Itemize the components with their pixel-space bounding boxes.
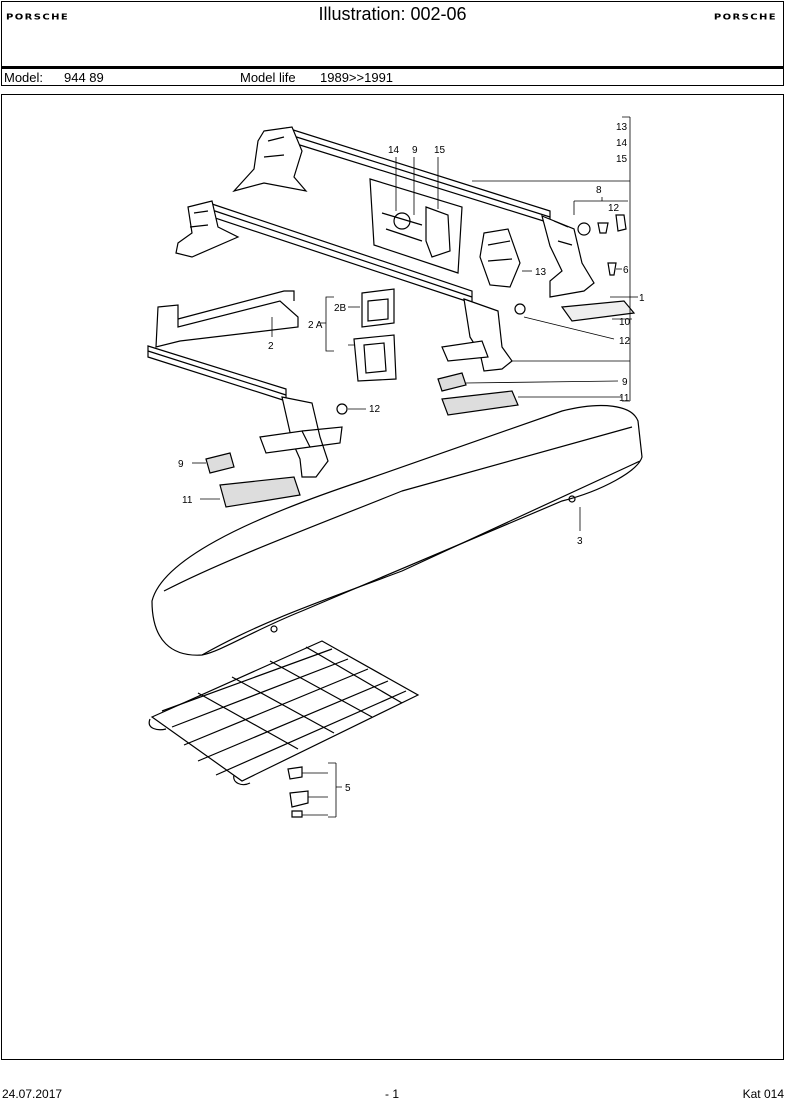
callout-14-top: 14 <box>616 138 628 149</box>
callout-9-right: 9 <box>622 377 628 388</box>
model-bar: Model: 944 89 Model life 1989>>1991 <box>1 66 784 86</box>
callout-13-bracket: 13 <box>535 267 547 278</box>
callout-8: 8 <box>596 185 602 196</box>
pad-10 <box>560 300 636 322</box>
callout-15-top: 15 <box>616 154 628 165</box>
callout-2: 2 <box>268 341 274 352</box>
roof-box-3 <box>151 404 643 656</box>
footer-catalog: Kat 014 <box>742 1087 784 1101</box>
callout-10: 10 <box>619 317 631 328</box>
model-label: Model: <box>4 70 44 85</box>
callout-9-left: 9 <box>178 459 184 470</box>
front-crossbar <box>175 200 513 372</box>
model-value: 944 89 <box>64 70 104 85</box>
clip-2b <box>361 288 395 328</box>
model-life-label: Model life <box>240 70 296 85</box>
callout-2b: 2B <box>334 303 347 314</box>
illustration-frame: 13 14 15 14 9 15 8 12 6 1 13 10 12 2B 2 … <box>1 94 784 1060</box>
page-title: Illustration: 002-06 <box>318 4 467 24</box>
callout-11-right: 11 <box>619 393 630 404</box>
bracket-13 <box>479 228 521 288</box>
pad-9-upper <box>437 372 467 392</box>
callout-1: 1 <box>639 293 645 304</box>
footer-page: - 1 <box>385 1087 400 1101</box>
callout-12-top: 12 <box>608 203 620 214</box>
pad-11-lower <box>219 476 301 508</box>
pad-11-upper <box>441 390 519 416</box>
side-rail-2 <box>147 290 343 478</box>
rear-crossbar <box>232 126 595 298</box>
model-life-value: 1989>>1991 <box>320 70 394 85</box>
clip-2a <box>353 334 397 382</box>
callout-3: 3 <box>577 536 583 547</box>
parts-kit-bag <box>369 178 463 274</box>
footer-date: 24.07.2017 <box>2 1087 63 1101</box>
callout-12-mid: 12 <box>619 336 631 347</box>
header-box: PORSCHE Illustration: 002-06 PORSCHE <box>1 1 784 67</box>
callout-13-top: 13 <box>616 122 628 133</box>
callout-6: 6 <box>623 265 629 276</box>
luggage-basket <box>148 640 420 786</box>
callout-15-kit: 15 <box>434 145 446 156</box>
callout-14-kit: 14 <box>388 145 400 156</box>
callout-11-left: 11 <box>182 495 193 506</box>
exploded-parts-diagram: 13 14 15 14 9 15 8 12 6 1 13 10 12 2B 2 … <box>147 116 645 818</box>
pad-9-lower <box>205 452 235 474</box>
porsche-logo-right: PORSCHE <box>713 13 777 22</box>
porsche-logo-left: PORSCHE <box>6 13 70 22</box>
callout-2a: 2 A <box>308 320 323 331</box>
callout-5: 5 <box>345 783 351 794</box>
callout-12-left: 12 <box>369 404 381 415</box>
callout-9-kit: 9 <box>412 145 418 156</box>
